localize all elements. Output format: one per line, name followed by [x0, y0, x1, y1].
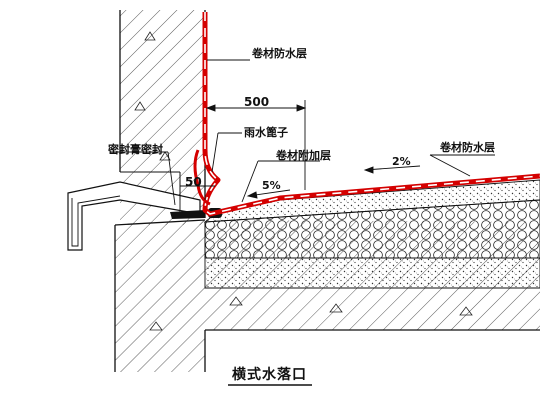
label-grate: 雨水篦子: [244, 126, 288, 139]
membrane: [193, 12, 540, 217]
label-slope-2: 2%: [392, 155, 411, 168]
dimension-50: [179, 180, 215, 210]
label-dim-50: 50: [185, 175, 202, 189]
label-slope-5: 5%: [262, 179, 281, 192]
slope-arrow-2: [363, 165, 421, 174]
leader-lines: [110, 59, 495, 206]
label-additional-layer: 卷材附加层: [276, 149, 331, 162]
label-membrane-right: 卷材防水层: [440, 141, 495, 154]
base-mortar-layer: [204, 257, 540, 289]
label-sealant: 密封膏密封: [108, 143, 163, 156]
slope-arrow-5: [246, 189, 291, 199]
sealant-fill: [170, 210, 205, 219]
label-dim-500: 500: [244, 95, 270, 109]
label-membrane-top: 卷材防水层: [252, 47, 307, 60]
diagram-title: 横式水落口: [232, 367, 307, 383]
dimension-500: [205, 100, 307, 190]
